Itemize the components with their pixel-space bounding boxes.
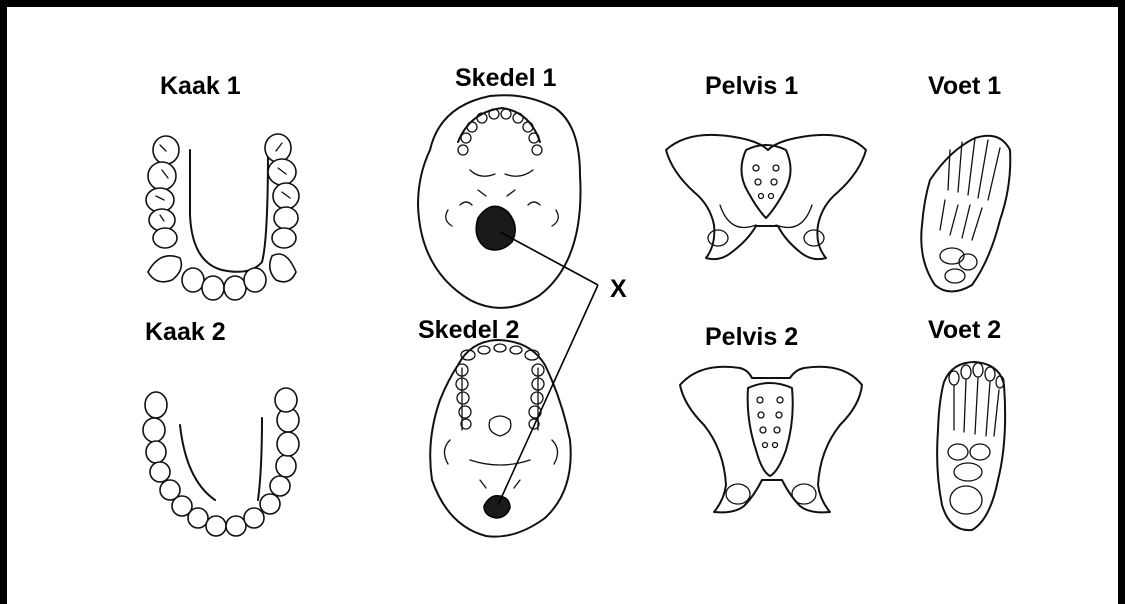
label-x-marker: X bbox=[610, 275, 627, 304]
label-voet-2: Voet 2 bbox=[928, 316, 1001, 345]
pelvis-1-drawing bbox=[666, 135, 866, 259]
skedel-2-drawing bbox=[430, 340, 571, 537]
label-skedel-1: Skedel 1 bbox=[455, 64, 556, 93]
label-pelvis-1: Pelvis 1 bbox=[705, 72, 798, 101]
pelvis-2-drawing bbox=[680, 367, 862, 513]
voet-1-drawing bbox=[921, 136, 1010, 292]
kaak-2-drawing bbox=[143, 388, 299, 536]
label-voet-1: Voet 1 bbox=[928, 72, 1001, 101]
label-skedel-2: Skedel 2 bbox=[418, 316, 519, 345]
skedel-1-drawing bbox=[418, 95, 581, 308]
label-kaak-2: Kaak 2 bbox=[145, 318, 226, 347]
label-kaak-1: Kaak 1 bbox=[160, 72, 241, 101]
kaak-1-drawing bbox=[146, 134, 299, 300]
label-pelvis-2: Pelvis 2 bbox=[705, 323, 798, 352]
voet-2-drawing bbox=[937, 362, 1005, 530]
